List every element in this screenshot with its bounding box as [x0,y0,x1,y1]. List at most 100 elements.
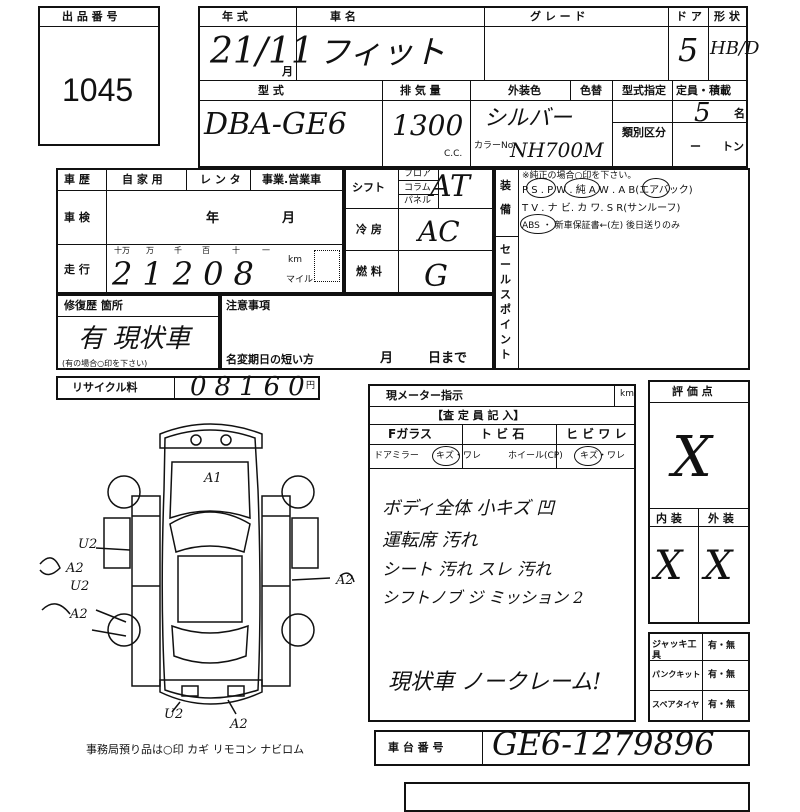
equipment-char: 備 [500,203,511,216]
status-note: 現状車 ノークレーム! [388,670,602,695]
shift-label: シフト [352,181,385,194]
mileage-label: 走 行 [64,263,90,276]
lot-number: 1045 [62,72,134,108]
mileage-digit-label: 万 [146,246,154,255]
exterior-score: X [704,543,733,589]
puncture-label: パンクキット [652,670,701,679]
rear-right-lamp [227,685,245,697]
expiry-month: 月 [380,351,394,366]
chassis-value: GE6-1279896 [492,725,715,763]
repair-label: 修復歴 箇所 [64,299,123,312]
front-right-lamp [220,434,232,446]
history-label: 車 歴 [64,173,90,186]
front-left-lamp [190,434,202,446]
chip-label: ト ビ 石 [480,427,525,441]
damage-mark: A2 [65,561,84,576]
car-name-value: フィット [318,33,446,71]
door-value: 5 [678,31,699,69]
recycle-table [56,376,320,400]
rear-left-lamp [181,685,199,697]
sales-point-char: ル [500,273,511,286]
roof [177,555,243,623]
recycle-label: リサイクル料 [72,381,138,394]
front-bumper [159,423,263,449]
color-label: 外装色 [508,84,541,97]
right-mirror [291,517,319,569]
interior-label: 内 装 [656,512,682,525]
color-code-label: カラーNo. [474,141,516,151]
tonnage-unit: トン [722,140,744,153]
lot-number-label: 出 品 番 号 [62,10,118,23]
right-front-tire [281,475,315,509]
chassis-table [374,730,750,766]
recycle-value: 08160 [190,372,313,402]
shape-label: 形 状 [714,10,740,23]
tonnage-value: ー [690,140,701,153]
equipment-line3: ABS ・ 新車保証書←(左) 後日送りのみ [522,221,681,231]
damage-mark: U2 [70,579,89,594]
damage-stroke-left [39,557,61,576]
damage-stroke-left-2 [41,603,71,615]
sales-point-char: ポ [500,303,511,316]
score-label: 評 価 点 [672,385,713,398]
damage-stroke-right [339,572,355,583]
pw-circle [564,178,600,198]
color-change-label: 色替 [580,84,602,97]
shape-value: HB/D [710,38,760,59]
comment-line-2: 運転席 汚れ [382,530,478,551]
business-label: 事業.営業車 [262,173,322,186]
shift-value: AT [430,169,471,204]
wheel-label: ホイール(CP) [508,451,563,461]
fuel-label: 燃 料 [356,265,382,278]
wheel-damage-label: キズ・ワレ [580,451,626,461]
windshield [169,511,251,553]
comment-line-3: シート 汚れ スレ 汚れ [382,560,552,580]
right-rear-tire [281,613,315,647]
left-side-panel [131,495,161,687]
private-label: 自 家 用 [122,173,163,186]
mirror-damage-circle [432,446,460,466]
sales-point-char: イ [500,318,511,331]
shift-panel: パネル [404,196,432,206]
hood [169,461,251,520]
pointer-lines [91,547,331,715]
damage-mark: A2 [229,717,248,732]
recycle-yen: 円 [306,381,316,391]
sales-point-char: ス [500,288,511,301]
history-table [56,168,344,294]
sales-point-char: セ [500,243,511,256]
meter-km: km [620,389,634,399]
wheel-damage-circle [574,446,602,466]
meter-label: 現メーター指示 [386,389,463,402]
shift-floor: フロア [404,169,432,179]
rental-label: レ ン タ [200,173,241,186]
inspection-month-unit: 月 [282,211,296,226]
accessories-table [648,632,750,722]
jack-option: 有・無 [708,641,736,651]
inspection-report [368,384,636,722]
damage-mark: A2 [69,607,88,622]
crack-label: ヒ ビ ワ レ [566,427,627,441]
car-damage-diagram: A1 U2 A2 U2 A2 A2 U2 A2 [39,423,355,732]
lot-number-box [38,6,160,146]
mileage-digit-label: 十万 [114,246,130,255]
car-body-outline [161,429,261,699]
ab-circle [642,178,670,198]
header-table [198,6,748,168]
displacement-value: 1300 [392,109,464,142]
right-side-panel [261,495,291,687]
repair-note: (有の場合○印を下さい) [62,359,148,368]
damage-mark: U2 [78,537,97,552]
ac-label: 冷 房 [356,223,382,236]
color-code-value: NH700M [510,138,604,162]
left-front-door [132,515,160,587]
class-label: 類別区分 [622,126,666,139]
damage-mark: A2 [335,573,354,588]
interior-score: X [654,543,683,589]
month-suffix: 月 [282,65,293,78]
exterior-label: 外 装 [708,512,734,525]
mileage-digit-label: 十 [232,246,240,255]
mileage-digit-label: 一 [262,246,270,255]
door-mirror-label: ドアミラー [374,451,419,461]
door-label: ド ア [676,10,702,23]
